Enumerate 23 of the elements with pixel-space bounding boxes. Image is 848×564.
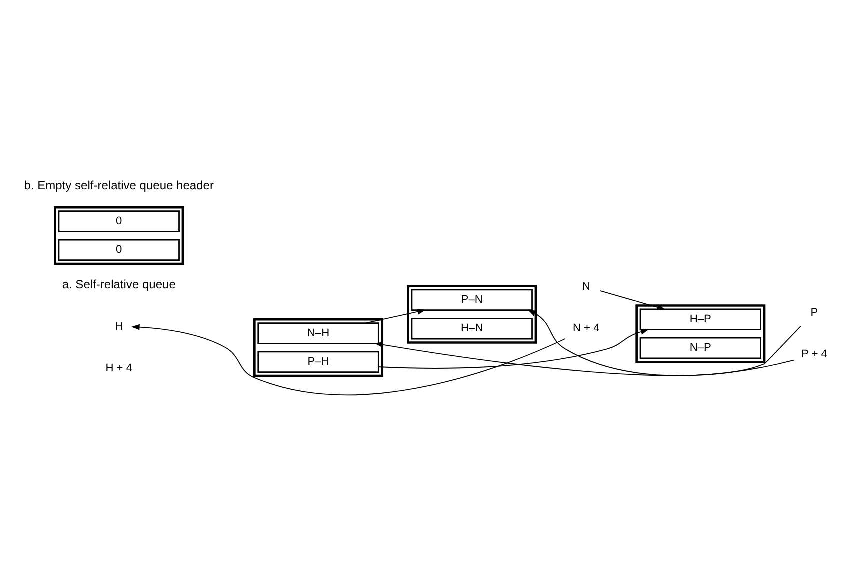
node-text: P <box>810 306 818 318</box>
label: a. Self-relative queue <box>62 277 176 292</box>
label: b. Empty self-relative queue header <box>24 178 214 192</box>
arrow <box>374 325 802 376</box>
node-box: P–H <box>258 350 380 373</box>
node-text: P + 4 <box>801 348 828 360</box>
node-box: P–N <box>411 288 533 311</box>
node-box: H–P <box>640 308 762 330</box>
arrow <box>600 290 666 310</box>
node-box: N–P <box>640 336 762 359</box>
node-text: N <box>582 280 590 293</box>
node-box: 0 <box>58 210 180 232</box>
node-text: H <box>115 320 124 332</box>
node-box: N–H <box>258 322 380 344</box>
arrow <box>378 328 650 368</box>
node-text: H + 4 <box>106 362 133 374</box>
arrow <box>366 308 426 324</box>
cluster <box>54 206 184 265</box>
node-box: 0 <box>58 238 180 261</box>
node-text: N + 4 <box>572 322 600 334</box>
arrow <box>131 324 566 396</box>
node-box: H–N <box>411 317 533 340</box>
arrow <box>528 309 795 376</box>
